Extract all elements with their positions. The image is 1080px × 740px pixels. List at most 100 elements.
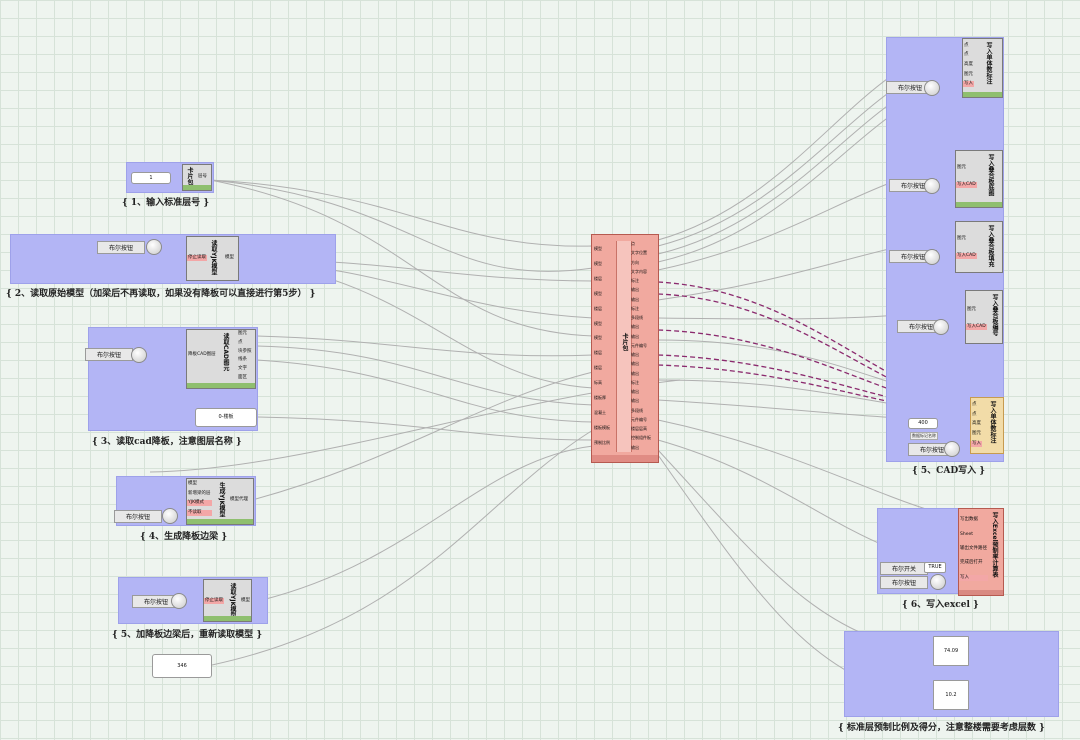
output-port[interactable]: 输出: [631, 389, 639, 395]
height-number[interactable]: 400: [908, 418, 938, 429]
input-port[interactable]: 新增梁的层: [188, 490, 211, 496]
output-port[interactable]: 块参照: [238, 348, 252, 354]
bool-switch-label[interactable]: 布尔开关: [880, 562, 928, 575]
floor-number-slider[interactable]: 1: [131, 172, 171, 184]
bool-button-knob[interactable]: [924, 80, 940, 96]
output-port[interactable]: 输出: [631, 333, 639, 339]
input-port[interactable]: 降板CAD图层: [188, 352, 216, 357]
input-port[interactable]: 完成后打开: [960, 560, 983, 566]
bool-button-knob[interactable]: [933, 319, 949, 335]
input-port[interactable]: 楼层: [594, 350, 602, 356]
bool-button-knob[interactable]: [924, 178, 940, 194]
output-port[interactable]: 元件编号: [631, 416, 647, 422]
write-excel-node[interactable]: 写出数据 Sheet 输出文件路径 完成后打开 写入 写入Excel预制率计算表: [958, 508, 1004, 596]
input-port[interactable]: 楼层: [594, 305, 602, 311]
output-port[interactable]: 输出: [631, 361, 639, 367]
input-port[interactable]: 图元: [972, 431, 981, 437]
input-port[interactable]: 输出文件路径: [960, 545, 987, 551]
input-port[interactable]: 图元: [957, 164, 966, 170]
read-yjk-model-node[interactable]: 停止读取 读取YJK模型 模型: [186, 236, 239, 281]
bool-button-knob[interactable]: [171, 593, 187, 609]
input-port[interactable]: 模型: [594, 290, 602, 296]
input-port[interactable]: 预制比例: [594, 439, 610, 445]
group-read-model[interactable]: [10, 234, 336, 284]
input-port[interactable]: 点: [964, 42, 969, 48]
input-port[interactable]: 高度: [972, 421, 981, 427]
output-port[interactable]: 输出: [631, 287, 639, 293]
input-port[interactable]: 停止读取: [204, 598, 224, 604]
input-port[interactable]: 写入CAD: [956, 252, 977, 259]
bool-button-knob[interactable]: [131, 347, 147, 363]
output-port[interactable]: 输出: [631, 324, 639, 330]
output-port[interactable]: 模型: [241, 598, 250, 603]
output-port[interactable]: 输出: [631, 444, 639, 450]
write-dim-node[interactable]: 点 点 高度 图元 写入 写入单体数标注: [962, 38, 1003, 98]
input-port[interactable]: 图元: [964, 71, 973, 77]
data-tag[interactable]: 数据标记名称: [910, 432, 938, 440]
input-port[interactable]: 高度: [964, 61, 973, 67]
input-port[interactable]: 图元: [967, 306, 976, 312]
input-port[interactable]: 图元: [957, 235, 966, 241]
input-port[interactable]: 模型: [594, 260, 602, 266]
input-port[interactable]: 混凝土: [594, 410, 606, 416]
output-port[interactable]: 标注: [631, 278, 639, 284]
output-port[interactable]: 文字位置: [631, 250, 647, 256]
input-port[interactable]: 不读取: [187, 510, 212, 517]
input-port[interactable]: 写入CAD: [956, 181, 977, 188]
bool-button-knob[interactable]: [944, 441, 960, 457]
output-port[interactable]: 标注: [631, 305, 639, 311]
input-port[interactable]: 点: [972, 411, 977, 417]
bool-button-label[interactable]: 布尔按钮: [880, 576, 928, 589]
write-dim-node-2[interactable]: 点 点 高度 图元 写入 写入单体数标注: [970, 397, 1004, 454]
input-port[interactable]: 楼层: [594, 365, 602, 371]
input-port[interactable]: 模型: [594, 245, 602, 251]
output-port[interactable]: 线条: [238, 357, 247, 363]
input-port[interactable]: 写出数据: [960, 517, 978, 523]
gen-yjk-model-node[interactable]: 模型 新增梁的层 YJK模式 不读取 生成YJK模型 模型代理: [186, 478, 254, 525]
write-slab-number-node[interactable]: 图元 写入CAD 写入叠合板编号: [965, 290, 1003, 344]
output-port[interactable]: 模型: [225, 255, 234, 260]
output-port[interactable]: 层号: [198, 174, 207, 179]
output-port[interactable]: 文字: [238, 365, 247, 371]
output-port[interactable]: 输出: [631, 370, 639, 376]
output-port[interactable]: 多段线: [631, 315, 643, 321]
write-slab-base-node[interactable]: 图元 写入CAD 写入叠合板底图: [955, 150, 1003, 208]
layer-name-panel[interactable]: 0-楼板: [195, 408, 257, 427]
input-port[interactable]: 停止读取: [187, 255, 207, 261]
value-panel[interactable]: 346: [152, 654, 212, 678]
output-port[interactable]: 方向: [631, 259, 639, 265]
bool-button-label[interactable]: 布尔按钮: [132, 595, 180, 608]
input-port[interactable]: 点: [972, 401, 977, 407]
read-cad-node[interactable]: 降板CAD图层 读取CAD图元 图元 点 块参照 线条 文字 面区: [186, 329, 256, 389]
output-port[interactable]: 模型代理: [230, 497, 248, 502]
input-port[interactable]: 点: [964, 52, 969, 58]
input-port[interactable]: 楼层: [594, 275, 602, 281]
bool-button-label[interactable]: 布尔按钮: [85, 348, 133, 361]
input-port[interactable]: 写入: [971, 441, 982, 448]
input-port[interactable]: 标高: [594, 380, 602, 386]
bool-button-label[interactable]: 布尔按钮: [97, 241, 145, 254]
input-port[interactable]: 楼板厚: [594, 395, 606, 401]
bool-button-knob[interactable]: [146, 239, 162, 255]
card-pack-hub-node[interactable]: 模型 模型 楼层 模型 楼层 模型 模型 楼层 楼层 标高 楼板厚 混凝土 楼板…: [591, 234, 659, 463]
write-slab-fill-node[interactable]: 图元 写入CAD 写入叠合板填充: [955, 221, 1003, 273]
input-port[interactable]: 模型: [188, 480, 197, 486]
output-port[interactable]: 输出: [631, 398, 639, 404]
bool-button-label[interactable]: 布尔按钮: [114, 510, 162, 523]
bool-button-knob[interactable]: [930, 574, 946, 590]
output-port[interactable]: 楼层层高: [631, 426, 647, 432]
input-port[interactable]: Sheet: [960, 531, 974, 537]
input-port[interactable]: 楼板模板: [594, 425, 610, 431]
output-port[interactable]: 输出: [631, 352, 639, 358]
output-port[interactable]: 标注: [631, 379, 639, 385]
output-port[interactable]: 多段线: [631, 407, 643, 413]
card-pack-node[interactable]: 卡片包 层号: [182, 164, 212, 191]
input-port[interactable]: 模型: [594, 335, 602, 341]
read-yjk-model-node[interactable]: 停止读取 读取YJK模型 模型: [203, 579, 252, 622]
output-port[interactable]: 点: [631, 241, 635, 247]
switch-state[interactable]: TRUE: [924, 562, 946, 573]
output-port[interactable]: 面区: [238, 374, 247, 380]
output-port[interactable]: 文字内容: [631, 268, 647, 274]
output-port[interactable]: 点: [238, 339, 243, 345]
